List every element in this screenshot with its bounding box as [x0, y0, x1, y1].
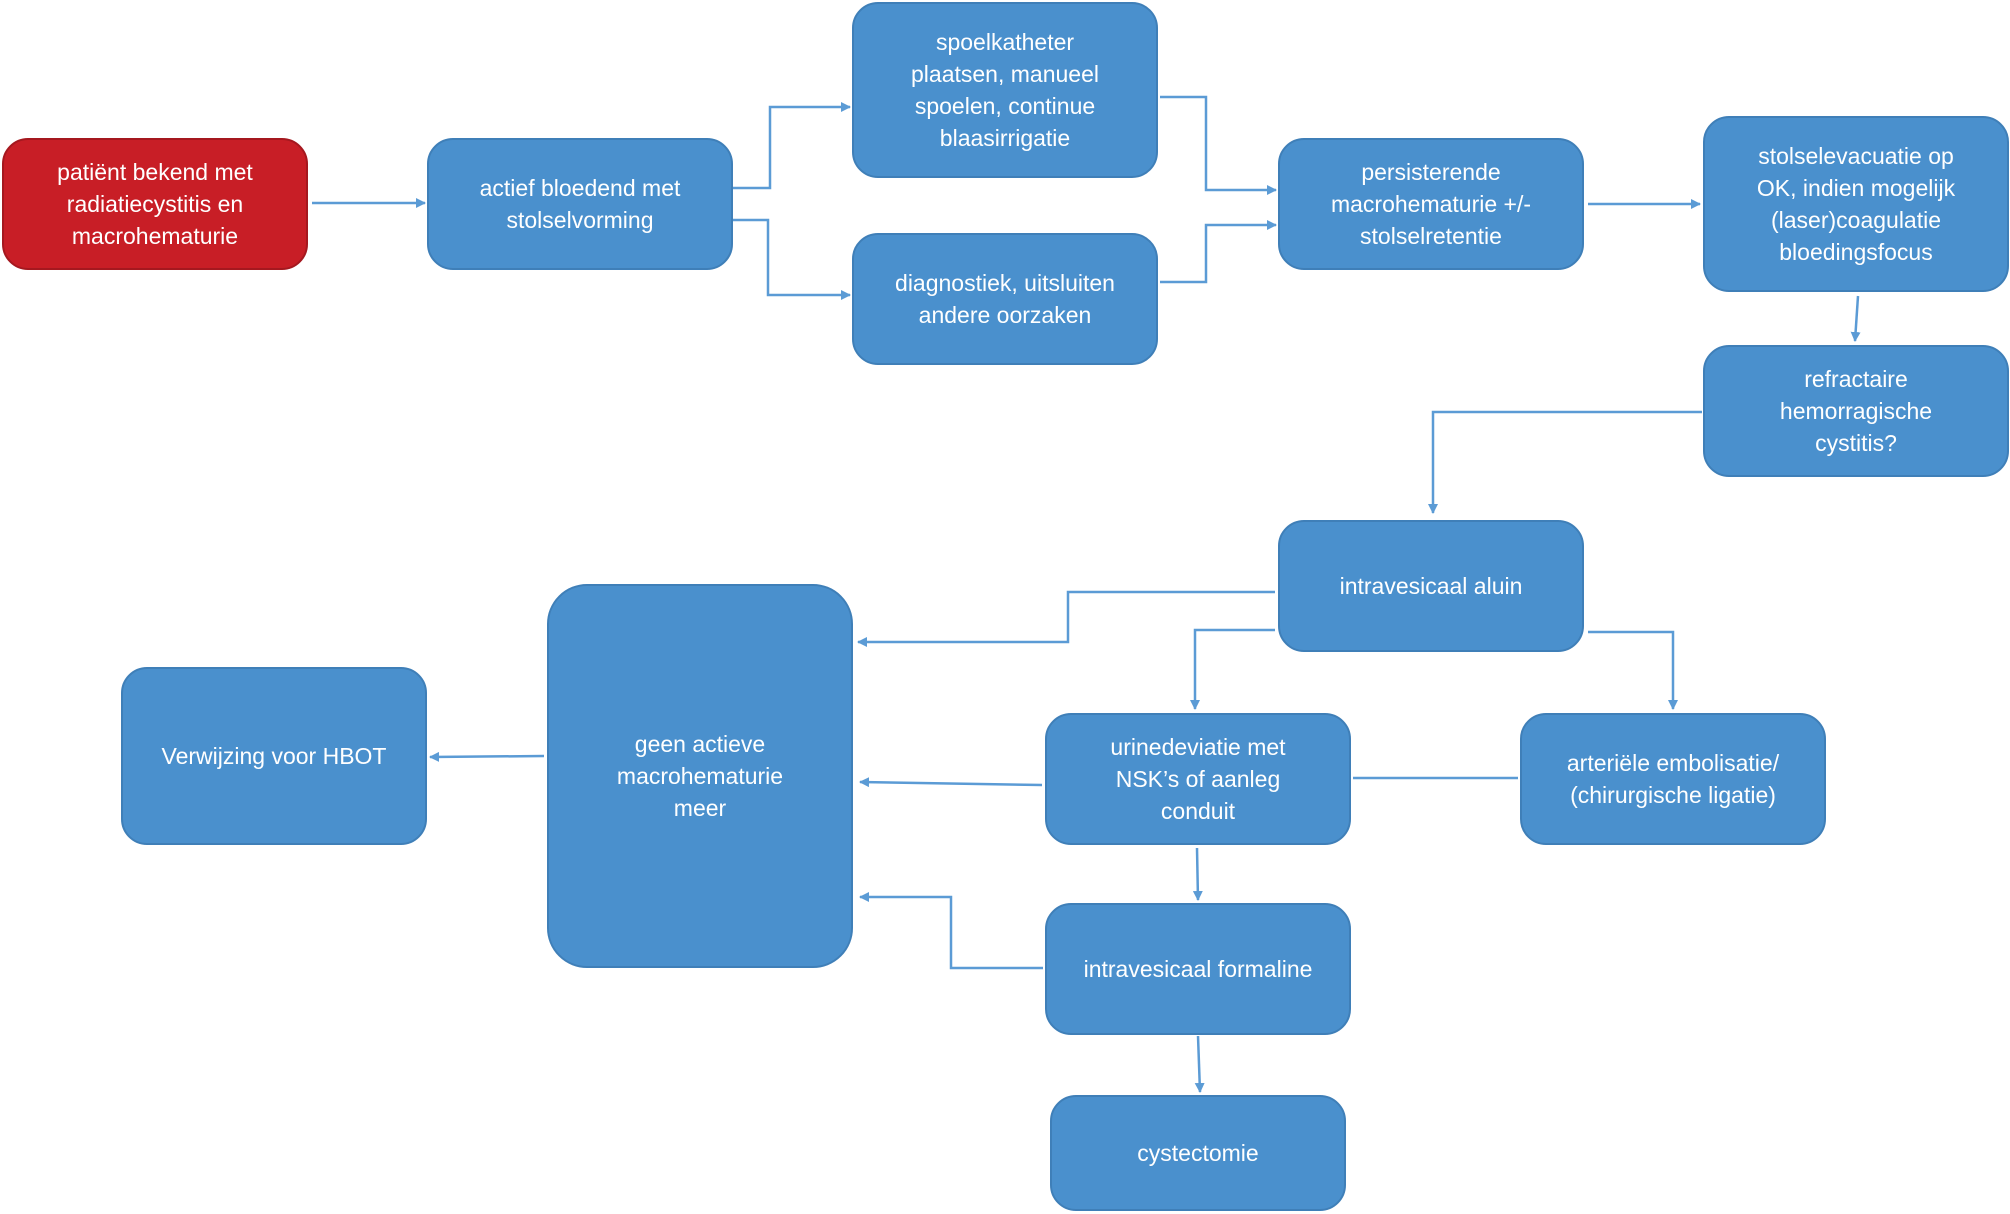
arrow-formaline-to-cystectomie	[1194, 1035, 1205, 1093]
arrow-actief-to-diagnostiek	[733, 218, 851, 300]
arrow-refractaire-to-aluin	[1428, 410, 1702, 514]
node-stolselevacuatie: stolselevacuatie op OK, indien mogelijk …	[1703, 116, 2009, 292]
node-persisterende: persisterende macrohematurie +/- stolsel…	[1278, 138, 1584, 270]
arrow-urinedeviatie-to-geen	[859, 777, 1043, 788]
node-intravesicaal-formaline: intravesicaal formaline	[1045, 903, 1351, 1035]
arrow-aluin-to-embolisatie	[1588, 630, 1678, 710]
node-intravesicaal-aluin: intravesicaal aluin	[1278, 520, 1584, 652]
arrow-diagnostiek-to-persisterende	[1160, 220, 1277, 284]
node-diagnostiek: diagnostiek, uitsluiten andere oorzaken	[852, 233, 1158, 365]
arrow-formaline-to-geen	[859, 892, 1043, 970]
node-refractaire: refractaire hemorragische cystitis?	[1703, 345, 2009, 477]
arrow-aluin-to-urinedeviatie	[1190, 628, 1275, 710]
node-urinedeviatie: urinedeviatie met NSK’s of aanleg condui…	[1045, 713, 1351, 845]
arrow-spoelkatheter-to-persisterende	[1160, 95, 1277, 195]
node-spoelkatheter: spoelkatheter plaatsen, manueel spoelen,…	[852, 2, 1158, 178]
node-patient: patiënt bekend met radiatiecystitis en m…	[2, 138, 308, 270]
arrow-stolselevacuatie-to-refractaire	[1850, 295, 1861, 342]
node-geen-actieve-macrohematurie: geen actieve macrohematurie meer	[547, 584, 853, 968]
arrow-hbot-from-geen	[429, 751, 545, 762]
arrow-actief-to-spoelkatheter	[733, 102, 851, 190]
arrow-urinedeviatie-to-formaline	[1192, 847, 1203, 901]
node-verwijzing-hbot: Verwijzing voor HBOT	[121, 667, 427, 845]
node-arteriele-embolisatie: arteriële embolisatie/ (chirurgische lig…	[1520, 713, 1826, 845]
node-actief-bloedend: actief bloedend met stolselvorming	[427, 138, 733, 270]
arrow-aluin-to-geen	[857, 590, 1275, 647]
node-cystectomie: cystectomie	[1050, 1095, 1346, 1211]
